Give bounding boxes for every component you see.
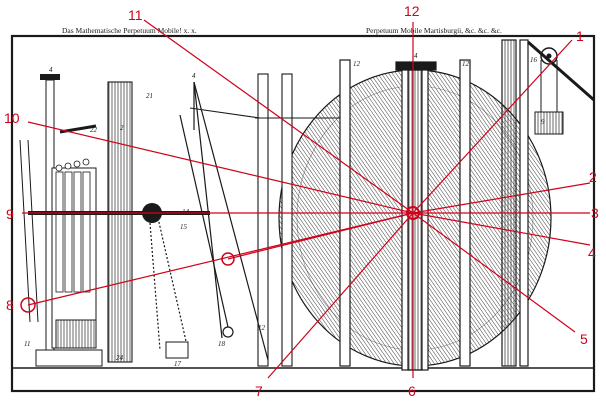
engraving-num: 18 <box>218 340 226 348</box>
callout-2: 2 <box>589 169 597 185</box>
engraving-num: 14 <box>182 208 190 216</box>
caption-right: Perpetuum Mobile Martisburgii, &c. &c. &… <box>366 26 502 35</box>
callout-8: 8 <box>6 297 14 313</box>
engraving-num: 17 <box>174 360 182 368</box>
callout-10: 10 <box>4 110 20 126</box>
callout-7: 7 <box>255 383 263 399</box>
engraving-num: 21 <box>146 92 153 100</box>
engraving-num: 12 <box>353 60 361 68</box>
ring-marker-8 <box>20 297 36 313</box>
callout-rays <box>22 19 591 379</box>
callout-12: 12 <box>404 3 420 19</box>
callout-4: 4 <box>588 245 596 261</box>
callout-numbers: 1 2 3 4 5 6 7 8 9 10 11 12 <box>4 3 599 399</box>
engraving-num: 16 <box>530 56 538 64</box>
hub-marker <box>406 206 420 220</box>
middle-frame <box>107 73 340 367</box>
engraving-num: 12 <box>258 324 266 332</box>
engraving-num: 22 <box>90 126 98 134</box>
callout-9: 9 <box>6 206 14 222</box>
engraving-num: 15 <box>180 223 188 231</box>
engraving-num: 4 <box>49 66 53 74</box>
engraving-num: 4 <box>414 52 418 60</box>
pendulum-arms <box>179 81 269 361</box>
ring-marker-arm <box>221 252 235 266</box>
engraving-num: 4 <box>192 72 196 80</box>
engraving-num: 12 <box>462 60 470 68</box>
engraving-num: 11 <box>24 340 30 348</box>
callout-11: 11 <box>128 7 143 23</box>
left-mechanism <box>19 74 103 367</box>
callout-5: 5 <box>580 331 588 347</box>
engraving-numerals: 4 4 2 4 9 12 12 16 22 21 14 15 24 17 18 … <box>24 52 545 368</box>
callout-6: 6 <box>408 383 416 399</box>
callout-3: 3 <box>591 205 599 221</box>
engraving-num: 9 <box>541 118 545 126</box>
caption-left: Das Mathematische Perpetuum Mobile! x. x… <box>62 26 197 35</box>
callout-1: 1 <box>576 28 584 44</box>
engraving-num: 24 <box>116 354 124 362</box>
engraving-num: 2 <box>120 124 124 132</box>
